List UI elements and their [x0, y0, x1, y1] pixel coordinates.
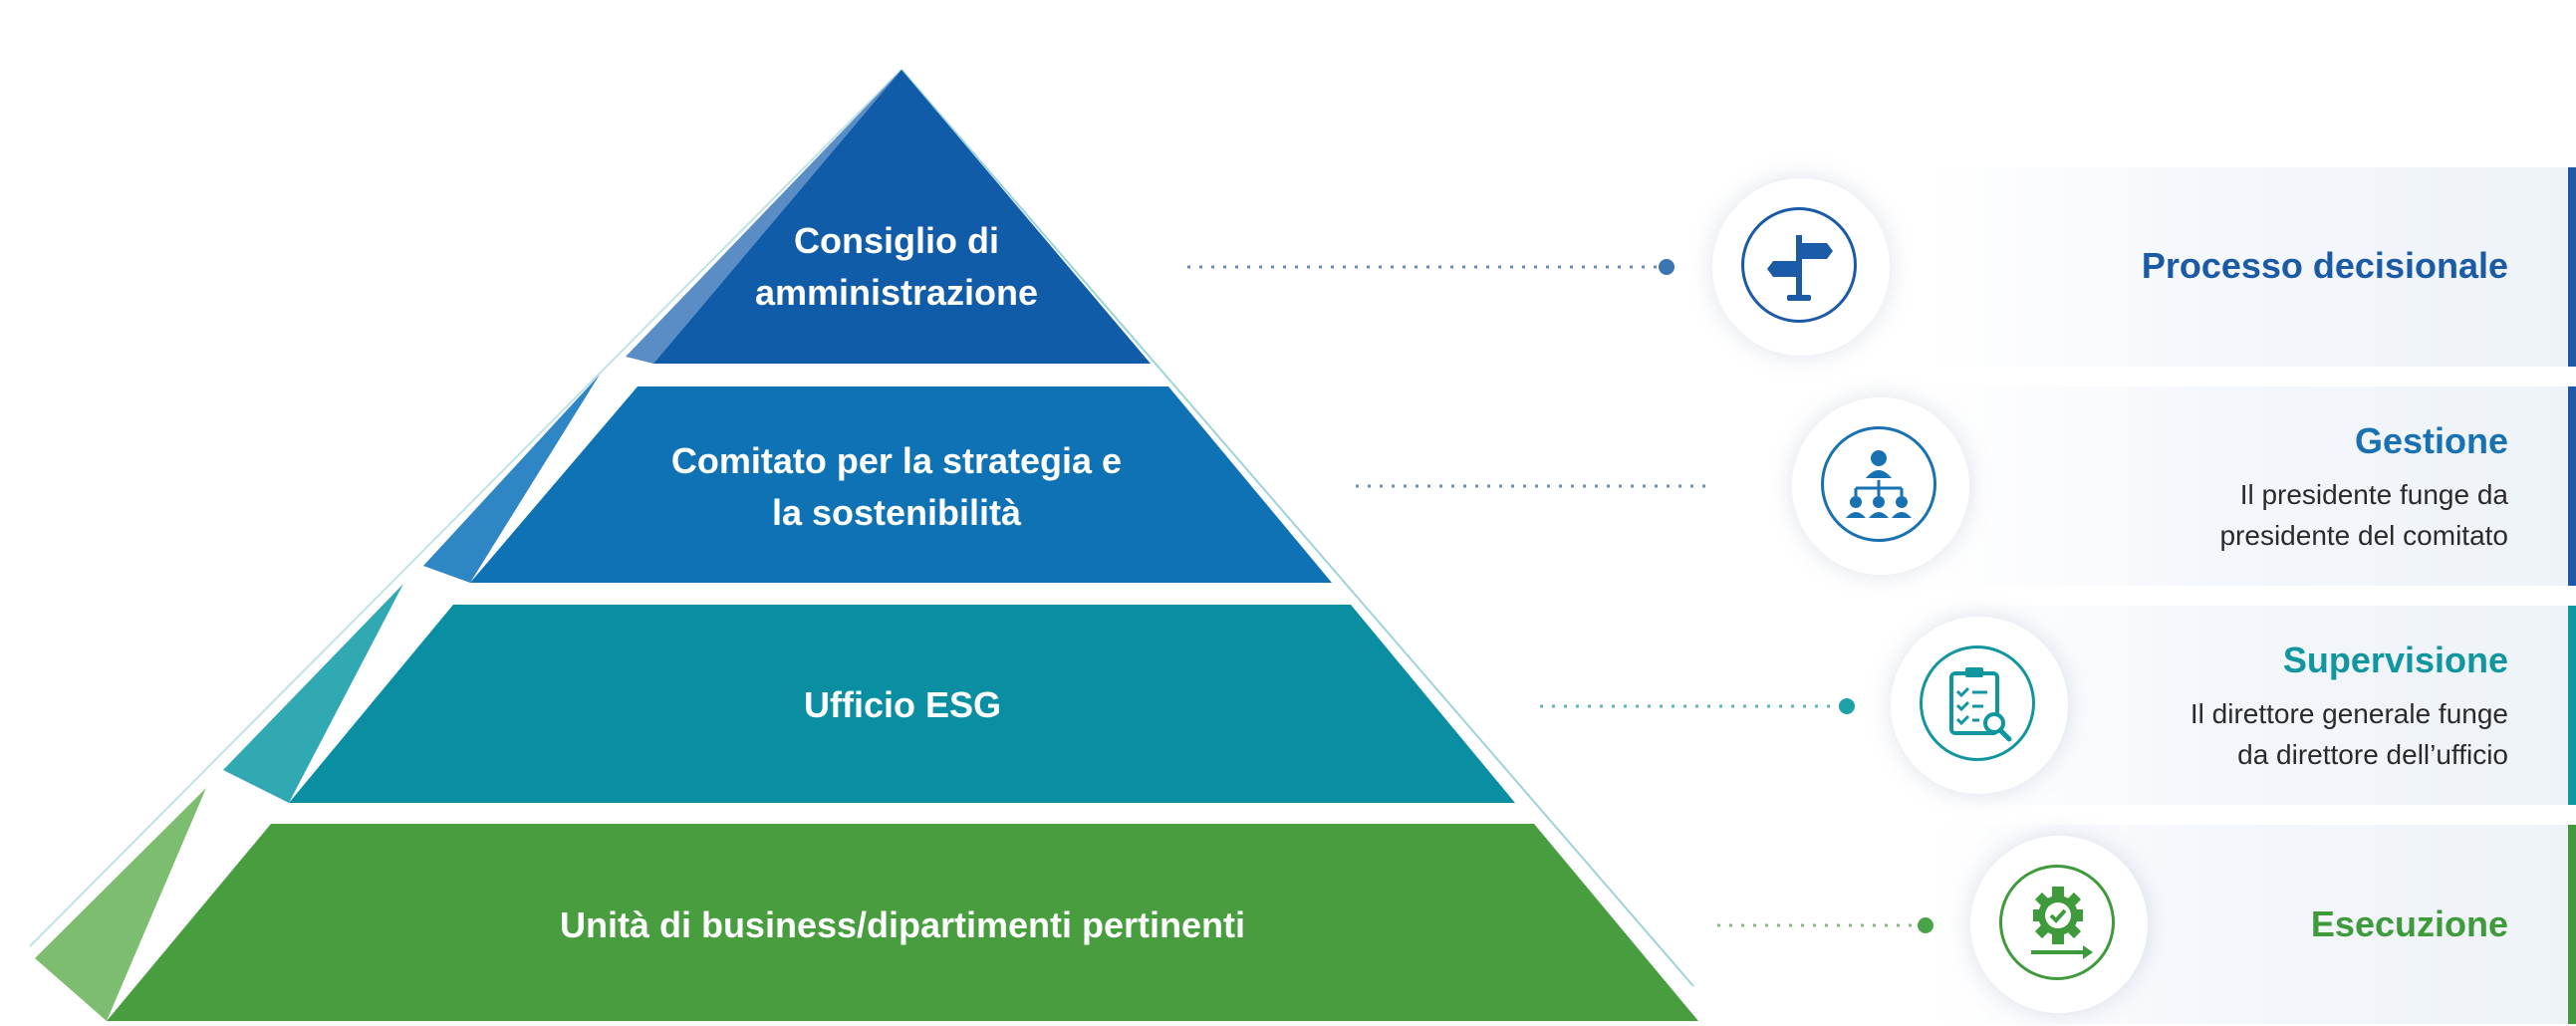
signpost-icon-ring [1741, 207, 1857, 323]
tier-1-label: Consiglio di amministrazione [697, 215, 1096, 319]
role-description-line: presidente del comitato [2219, 520, 2508, 551]
tier-3-label: Ufficio ESG [604, 679, 1201, 731]
role-title: Gestione [2354, 420, 2508, 461]
clipboard-search-icon [1949, 667, 2012, 742]
gear-check-icon-badge [1970, 836, 2148, 1013]
role-description-line: Il direttore generale funge [2190, 698, 2508, 729]
role-card-accent-bar [2568, 606, 2576, 805]
clipboard-search-icon-badge [1891, 617, 2068, 794]
signpost-icon-badge [1712, 178, 1890, 356]
role-card-accent-bar [2568, 825, 2576, 1024]
signpost-icon [1767, 235, 1833, 301]
tier-1-line-2: amministrazione [754, 272, 1039, 313]
tier-1-line-1: Consiglio di [794, 220, 999, 261]
tier-2-line-1: Comitato per la strategia e [670, 440, 1123, 481]
role-card-decision: Processo decisionale [1929, 167, 2576, 367]
tier-4-face [107, 824, 1698, 1021]
pyramid [29, 69, 1713, 1021]
gear-check-icon-ring [1999, 865, 2115, 980]
tier-3-side [223, 584, 403, 803]
org-chart-icon [1846, 450, 1912, 518]
tier-4-label: Unità di business/dipartimenti pertinent… [454, 899, 1351, 951]
tier-4-line-1: Unità di business/dipartimenti pertinent… [559, 904, 1246, 945]
connector-1-dot [1659, 259, 1674, 275]
tier-2-face [470, 386, 1332, 583]
tier-3-face [289, 605, 1515, 803]
role-title: Processo decisionale [2141, 245, 2508, 286]
role-title: Esecuzione [2310, 903, 2508, 944]
role-card-accent-bar [2568, 167, 2576, 367]
role-description: Il presidente funge da presidente del co… [2219, 474, 2508, 556]
tier-4-side [35, 788, 206, 1021]
org-chart-icon-badge [1792, 397, 1969, 575]
org-chart-icon-ring [1821, 426, 1936, 542]
connector-3-dot [1839, 698, 1855, 714]
pyramid-outline-left [29, 69, 902, 947]
tier-2-side [423, 375, 600, 583]
tier-3-line-1: Ufficio ESG [803, 684, 1002, 725]
role-description-line: da direttore dell’ufficio [2237, 739, 2508, 770]
pyramid-outline-right [901, 69, 1694, 987]
role-card-management: Gestione Il presidente funge da presiden… [1929, 386, 2576, 586]
tier-1-side [626, 70, 902, 364]
tier-2-line-2: la sostenibilità [771, 492, 1022, 533]
role-title: Supervisione [2282, 640, 2508, 680]
gear-check-icon [2031, 887, 2093, 959]
clipboard-search-icon-ring [1920, 645, 2035, 761]
role-card-accent-bar [2568, 386, 2576, 586]
tier-2-label: Comitato per la strategia e la sostenibi… [598, 435, 1195, 539]
tier-1-face [653, 70, 1151, 364]
role-description: Il direttore generale funge da direttore… [2190, 693, 2508, 775]
role-description-line: Il presidente funge da [2239, 479, 2508, 510]
